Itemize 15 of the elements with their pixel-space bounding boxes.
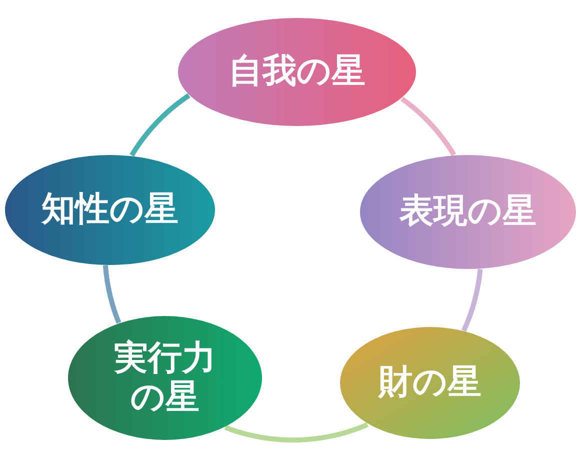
connector-arc (400, 96, 456, 156)
oval-node (68, 316, 262, 440)
oval-node (5, 155, 215, 265)
connector-arc (224, 422, 369, 442)
oval-node (360, 155, 576, 269)
connector-arc (102, 264, 122, 324)
node-label: 知性の星 (42, 190, 178, 230)
node-label: 実行力の星 (112, 338, 217, 418)
node-label: 自我の星 (228, 52, 366, 92)
connector-arc (461, 268, 483, 332)
node-label: 財の星 (378, 363, 482, 403)
connector-arc (130, 93, 190, 157)
oval-node (340, 327, 520, 439)
node-label: 表現の星 (400, 192, 536, 232)
oval-node (178, 18, 416, 126)
